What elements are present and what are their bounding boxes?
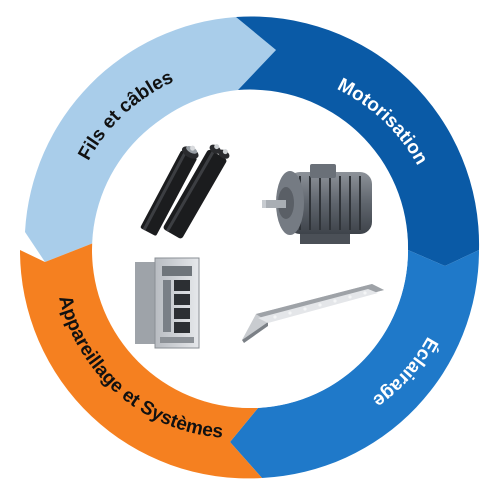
- led-light-fixture-image: [242, 284, 384, 343]
- segment-eclairage: [230, 250, 480, 478]
- cables-image: [140, 144, 230, 239]
- segment-fils-et-cables: [25, 17, 276, 262]
- segment-motorisation: [236, 16, 480, 266]
- inner-circle: [92, 92, 408, 408]
- segment-appareillage-et-systemes: [19, 242, 262, 479]
- switchgear-cabinet-image: [135, 257, 200, 349]
- motor-image: [262, 164, 372, 244]
